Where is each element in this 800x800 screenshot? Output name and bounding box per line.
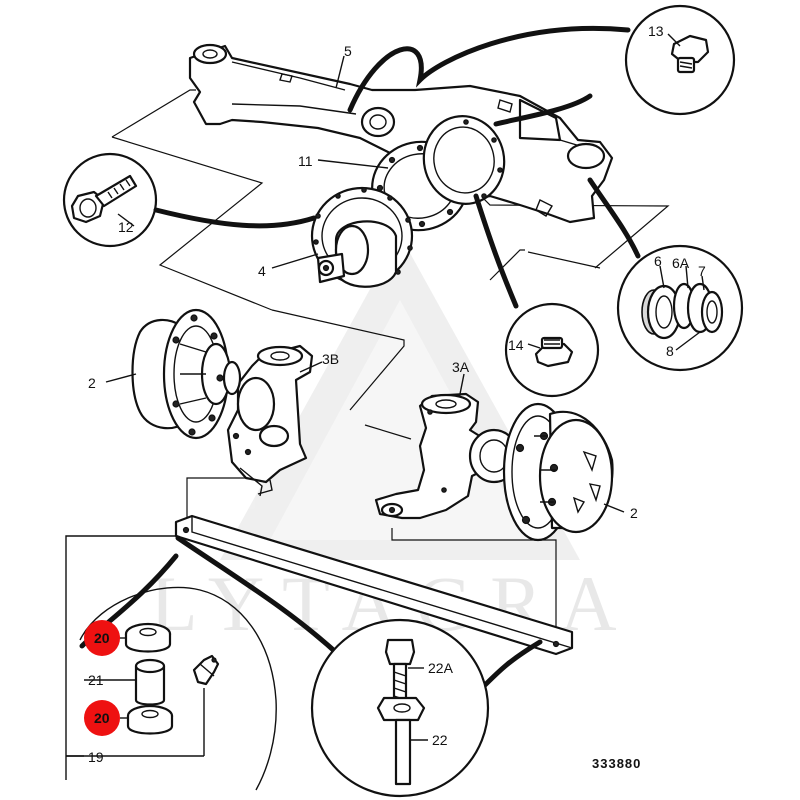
- diff-housing-flange: [422, 115, 506, 205]
- highlight-marker-20-top[interactable]: [84, 620, 120, 656]
- leader-lines: [66, 33, 705, 757]
- axle-beam-part-5: [188, 43, 614, 224]
- steering-knuckle-part-3b: [226, 344, 314, 497]
- callout-11: 11: [298, 153, 313, 169]
- callout-6a: 6A: [672, 255, 690, 271]
- highlight-markers: [84, 620, 120, 736]
- steering-knuckle-part-3a: [374, 392, 520, 520]
- callout-21: 21: [88, 672, 104, 688]
- inset-plug-14: [473, 193, 600, 398]
- bush-part-21: [134, 658, 166, 706]
- highlight-marker-20-bottom[interactable]: [84, 700, 120, 736]
- differential-carrier-part-4: [310, 186, 414, 288]
- wheel-hub-left-part-2: [131, 308, 242, 440]
- pivot-pin-part-22: [376, 696, 426, 786]
- callout-19: 19: [88, 749, 104, 765]
- callout-20-bottom: 20: [94, 710, 110, 726]
- reference-frames: [111, 89, 670, 628]
- callout-7: 7: [698, 263, 706, 279]
- callout-3a: 3A: [452, 359, 470, 375]
- callout-2-right: 2: [630, 505, 638, 521]
- callout-4: 4: [258, 263, 266, 279]
- callout-5: 5: [344, 43, 352, 59]
- callout-22a: 22A: [428, 660, 454, 676]
- callout-22: 22: [432, 732, 448, 748]
- inset-bolt-12: [62, 152, 317, 248]
- drawing-number: 333880: [592, 756, 641, 771]
- grease-nipple: [192, 654, 220, 686]
- inset-bolt-13: [347, 4, 736, 116]
- bolt-part-22a: [384, 638, 416, 712]
- spacer-washer-bottom-part-20: [126, 704, 174, 735]
- callout-12: 12: [118, 219, 134, 235]
- callout-13: 13: [648, 23, 664, 39]
- inset-bearing-set: [493, 93, 744, 372]
- callout-14: 14: [508, 337, 524, 353]
- callout-6: 6: [654, 253, 662, 269]
- spacer-washer-top-part-20: [124, 622, 172, 653]
- callout-2-left: 2: [88, 375, 96, 391]
- callout-labels: 5 13 11 12 4 6 6A 7 8 14 3B 3A 2 2 20 21…: [88, 23, 706, 765]
- callout-3b: 3B: [322, 351, 339, 367]
- callout-8: 8: [666, 343, 674, 359]
- wheel-hub-right-part-2: [502, 402, 614, 542]
- callout-20-top: 20: [94, 630, 110, 646]
